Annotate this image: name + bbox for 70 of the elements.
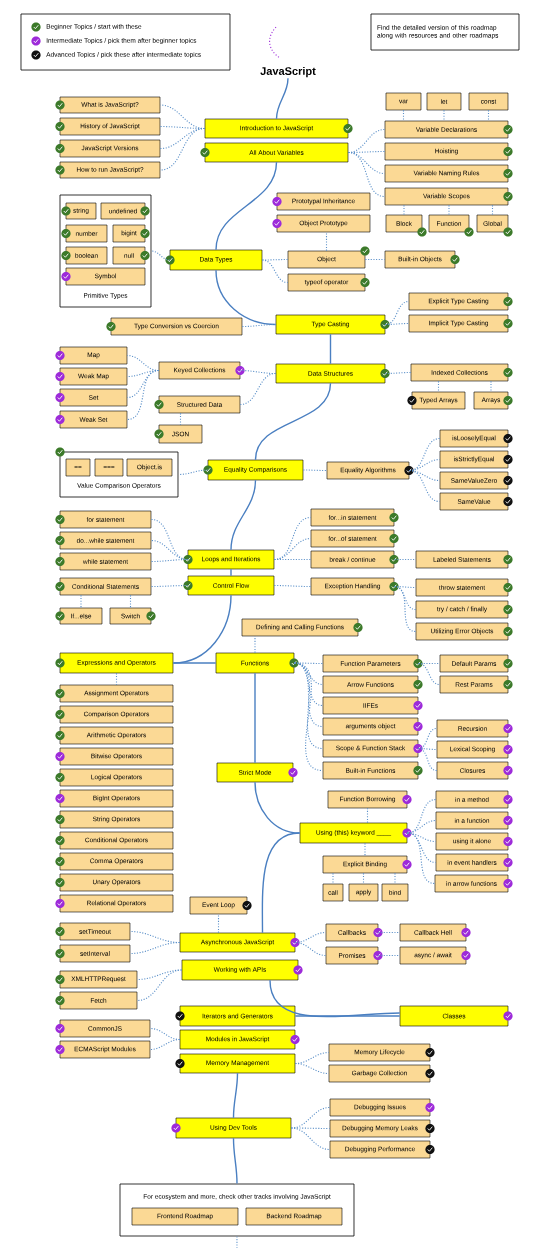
roadmap-path bbox=[329, 333, 332, 365]
dotted-connector bbox=[239, 372, 277, 406]
dotted-connector bbox=[377, 954, 401, 957]
dotted-connector bbox=[236, 1235, 238, 1248]
dotted-connector bbox=[487, 109, 490, 122]
dotted-connector bbox=[149, 1038, 181, 1051]
dotted-connector bbox=[437, 380, 440, 393]
dotted-connector bbox=[241, 323, 277, 328]
dotted-connector bbox=[150, 558, 189, 563]
dotted-connector bbox=[126, 369, 160, 378]
dotted-connector bbox=[129, 594, 132, 609]
roadmap-path bbox=[254, 672, 256, 764]
dotted-connector bbox=[136, 969, 183, 981]
roadmap-path bbox=[269, 979, 401, 1018]
dotted-connector bbox=[115, 672, 118, 686]
dotted-connector bbox=[290, 1127, 331, 1151]
dotted-connector bbox=[364, 842, 366, 857]
dotted-connector bbox=[325, 231, 328, 252]
dotted-connector bbox=[417, 662, 441, 686]
dotted-connector bbox=[179, 412, 182, 426]
dotted-connector bbox=[406, 798, 437, 834]
dotted-connector bbox=[403, 204, 405, 216]
dotted-connector bbox=[261, 259, 289, 284]
dotted-connector bbox=[254, 635, 256, 654]
dotted-connector bbox=[393, 558, 417, 561]
dotted-connector bbox=[443, 109, 445, 122]
dotted-connector bbox=[408, 469, 441, 503]
dotted-connector bbox=[136, 969, 183, 1002]
roadmap-path bbox=[261, 832, 301, 934]
roadmap-path bbox=[294, 1015, 401, 1017]
dotted-connector bbox=[402, 109, 405, 122]
roadmap-path bbox=[275, 77, 289, 120]
dotted-connector bbox=[150, 250, 171, 261]
dotted-connector bbox=[384, 371, 412, 375]
roadmap-path bbox=[230, 568, 232, 577]
dotted-connector bbox=[393, 585, 417, 633]
dotted-connector bbox=[159, 127, 206, 171]
dotted-connector bbox=[406, 832, 436, 885]
dotted-connector bbox=[364, 258, 386, 261]
roadmap-path bbox=[215, 161, 278, 251]
roadmap-path bbox=[215, 269, 277, 326]
dotted-connector bbox=[491, 204, 494, 216]
dotted-connector bbox=[273, 558, 312, 561]
dotted-connector bbox=[394, 872, 396, 885]
dotted-connector bbox=[80, 594, 82, 609]
dotted-connector bbox=[177, 469, 209, 476]
roadmap-path bbox=[172, 662, 217, 664]
dotted-connector bbox=[490, 380, 492, 393]
dotted-connector bbox=[293, 662, 324, 772]
dotted-connector bbox=[332, 872, 334, 885]
dotted-connector bbox=[129, 941, 181, 955]
roadmap-path bbox=[230, 479, 257, 551]
roadmap-path bbox=[232, 1137, 238, 1185]
dotted-connector bbox=[417, 747, 438, 772]
dotted-connector bbox=[150, 584, 189, 588]
dotted-connector bbox=[126, 369, 160, 421]
title-text: JavaScript bbox=[260, 66, 316, 78]
dotted-connector bbox=[377, 931, 401, 934]
roadmap-path bbox=[232, 1072, 239, 1119]
dotted-connector bbox=[362, 872, 365, 885]
dotted-connector bbox=[217, 913, 220, 934]
dotted-connector bbox=[448, 204, 450, 216]
dotted-connector bbox=[384, 322, 410, 326]
roadmap-path bbox=[254, 382, 332, 461]
dotted-connector bbox=[366, 807, 369, 824]
dotted-connector bbox=[294, 1062, 330, 1075]
dotted-connector bbox=[347, 151, 386, 198]
dotted-connector bbox=[294, 941, 327, 957]
dotted-connector bbox=[302, 469, 328, 472]
dotted-connector bbox=[273, 584, 312, 588]
